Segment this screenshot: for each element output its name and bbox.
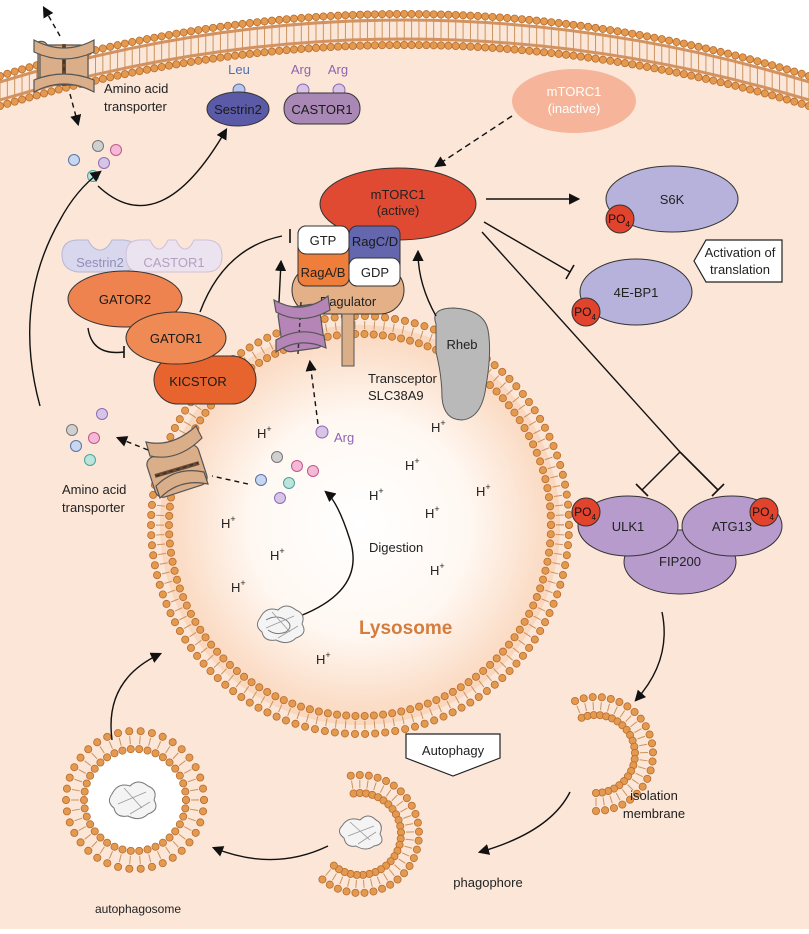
rheb xyxy=(435,308,490,420)
transceptor-label-2: SLC38A9 xyxy=(368,388,424,403)
po4-badge: PO4 xyxy=(572,298,600,326)
svg-text:GATOR1: GATOR1 xyxy=(150,331,202,346)
aa-transporter-lyso-label-2: transporter xyxy=(62,500,126,515)
isolation-membrane-label-1: isolation xyxy=(630,788,678,803)
svg-text:S6K: S6K xyxy=(660,192,685,207)
digestion-label: Digestion xyxy=(369,540,423,555)
svg-text:mTORC1: mTORC1 xyxy=(371,187,426,202)
po4-badge: PO4 xyxy=(572,498,600,526)
aa-transporter-top-label-2: transporter xyxy=(104,99,168,114)
po4-badge: PO4 xyxy=(606,205,634,233)
svg-text:FIP200: FIP200 xyxy=(659,554,701,569)
svg-text:ULK1: ULK1 xyxy=(612,519,645,534)
svg-text:Arg: Arg xyxy=(291,62,311,77)
svg-text:GDP: GDP xyxy=(361,265,389,280)
svg-text:4E-BP1: 4E-BP1 xyxy=(614,285,659,300)
aa-transporter-top-label-1: Amino acid xyxy=(104,81,168,96)
phagophore-label: phagophore xyxy=(453,875,522,890)
arg-lysosomal xyxy=(316,426,328,438)
svg-text:KICSTOR: KICSTOR xyxy=(169,374,227,389)
sestrin2-label: Sestrin2 xyxy=(214,102,262,117)
svg-text:Sestrin2: Sestrin2 xyxy=(76,255,124,270)
isolation-membrane-label-2: membrane xyxy=(623,806,685,821)
svg-text:mTORC1: mTORC1 xyxy=(547,84,602,99)
svg-text:RagC/D: RagC/D xyxy=(352,234,398,249)
po4-badge: PO4 xyxy=(750,498,778,526)
lysosome-label: Lysosome xyxy=(359,618,452,639)
svg-text:Arg: Arg xyxy=(328,62,348,77)
svg-text:Autophagy: Autophagy xyxy=(422,743,485,758)
protein-cargo-lysosome xyxy=(257,606,304,643)
export-arrow-plasma xyxy=(44,8,60,36)
svg-text:(inactive): (inactive) xyxy=(548,101,601,116)
svg-text:GATOR2: GATOR2 xyxy=(99,292,151,307)
svg-text:(active): (active) xyxy=(377,203,420,218)
aa-transporter-lyso-label-1: Amino acid xyxy=(62,482,126,497)
castor1-label: CASTOR1 xyxy=(291,102,352,117)
transceptor-label-1: Transceptor xyxy=(368,371,438,386)
svg-text:Rheb: Rheb xyxy=(446,337,477,352)
amino-acid-transporter-plasma xyxy=(34,40,94,92)
svg-text:Activation of: Activation of xyxy=(705,245,776,260)
svg-text:translation: translation xyxy=(710,262,770,277)
autophagosome-label: autophagosome xyxy=(95,902,181,916)
svg-text:ATG13: ATG13 xyxy=(712,519,752,534)
protein-cargo-autophagosome xyxy=(109,782,156,819)
svg-text:Leu: Leu xyxy=(228,62,250,77)
svg-text:RagA/B: RagA/B xyxy=(301,265,346,280)
svg-text:GTP: GTP xyxy=(310,233,337,248)
svg-text:Arg: Arg xyxy=(334,430,354,445)
svg-text:CASTOR1: CASTOR1 xyxy=(143,255,204,270)
slc38a9-stem xyxy=(342,314,354,366)
